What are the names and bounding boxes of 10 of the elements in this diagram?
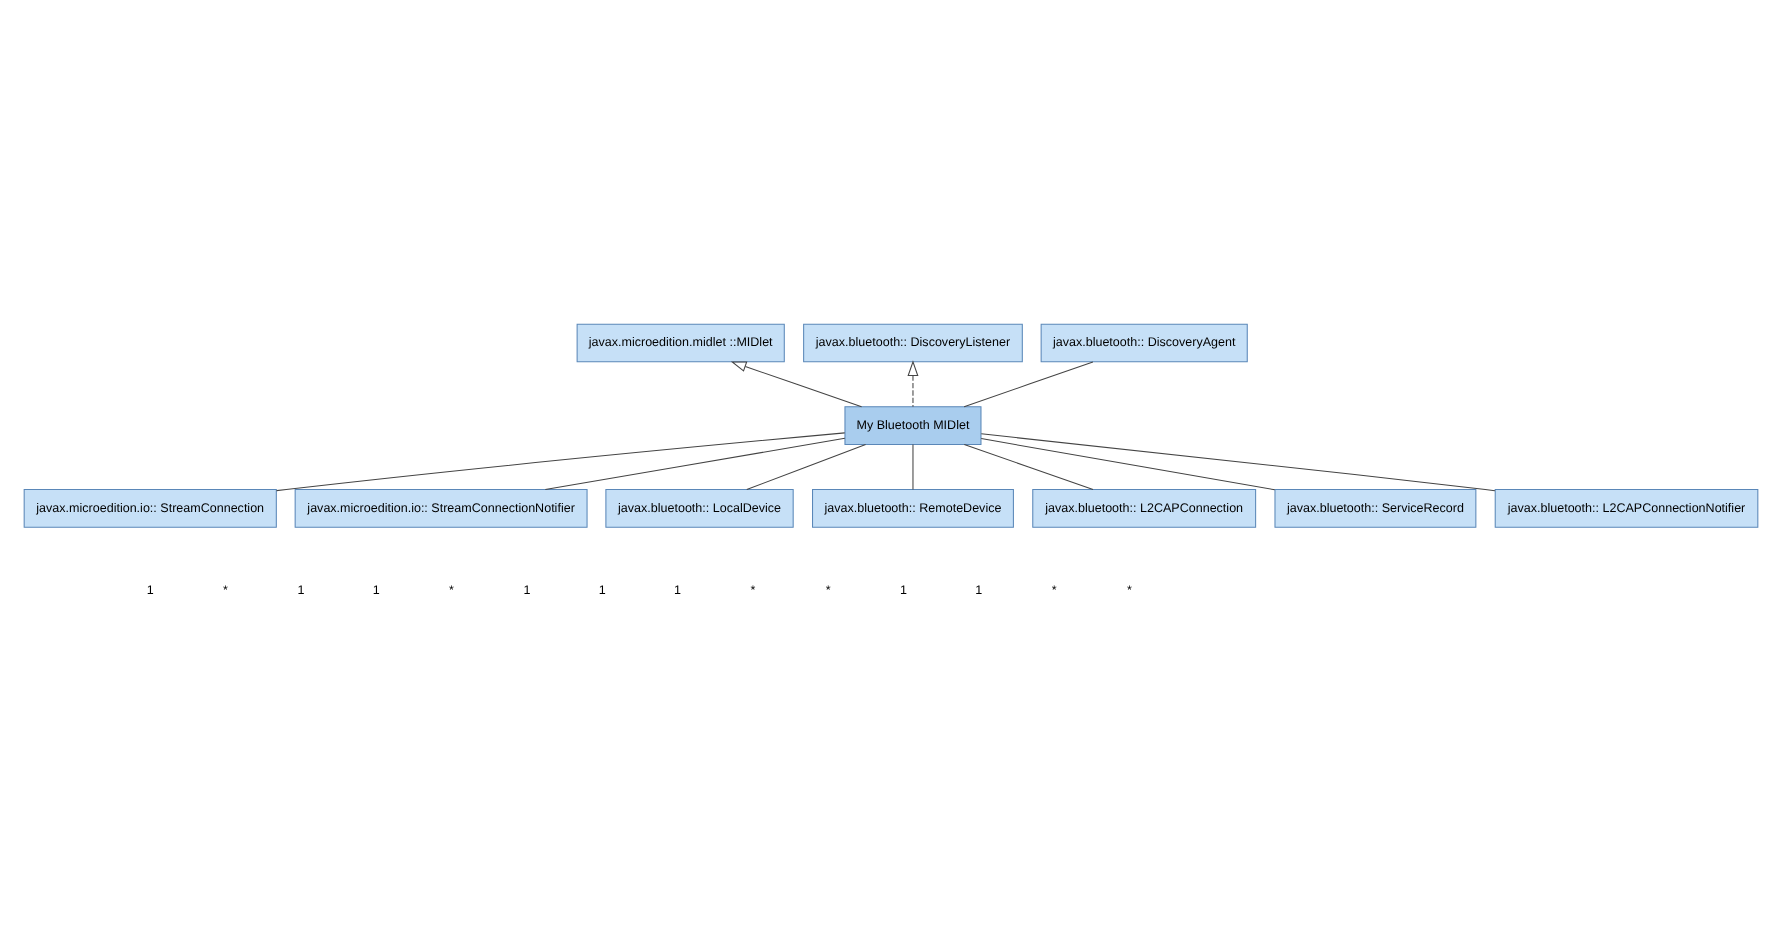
connector — [912, 443, 914, 489]
connector — [980, 432, 1496, 491]
connector — [963, 443, 1094, 489]
arrow — [730, 360, 863, 407]
arrow — [907, 359, 919, 407]
connector — [276, 431, 846, 491]
connector — [746, 443, 867, 489]
connector — [544, 436, 846, 489]
connector — [980, 437, 1276, 490]
connector — [963, 360, 1094, 407]
